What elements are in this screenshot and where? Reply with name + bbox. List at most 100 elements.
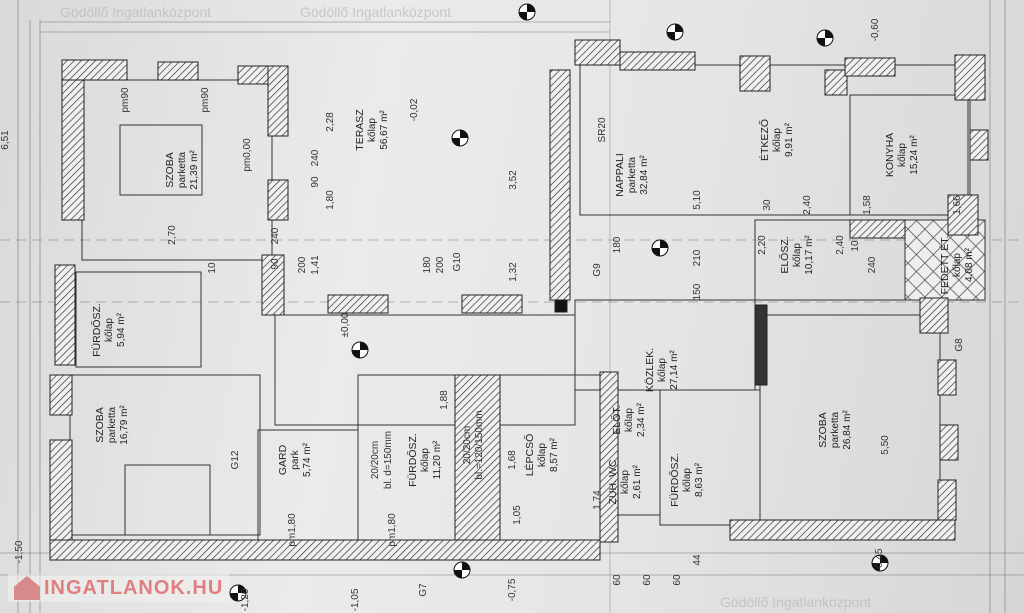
room-area: 2,61 m² bbox=[632, 464, 643, 499]
dimension-label: 90 bbox=[270, 258, 281, 270]
dimension-label: 240 bbox=[270, 227, 281, 244]
dimension-label: 180 bbox=[612, 236, 623, 253]
plan-note: bl. d=150mm bbox=[383, 431, 394, 489]
dimension-label: G9 bbox=[592, 263, 603, 277]
dimension-label: 1,66 bbox=[952, 195, 963, 215]
walls bbox=[49, 39, 989, 561]
room-name: KÖZLEK. bbox=[644, 348, 656, 392]
room-floor: kőlap bbox=[367, 118, 378, 142]
room-floor: kőlap bbox=[537, 443, 548, 467]
dimension-label: -0,02 bbox=[409, 98, 420, 121]
dimension-label: 2,28 bbox=[325, 112, 336, 132]
room-area: 5,74 m² bbox=[302, 442, 313, 477]
room-name: ZUH. WC bbox=[607, 459, 619, 504]
dimension-label: 240 bbox=[310, 149, 321, 166]
room-name: FÜRDŐSZ. bbox=[667, 453, 681, 507]
room-floor: parketta bbox=[830, 411, 841, 448]
dimension-label: 30 bbox=[762, 199, 773, 211]
dimension-label: 60 bbox=[672, 574, 683, 586]
dimension-label: 90 bbox=[310, 176, 321, 188]
room-floor: kőlap bbox=[624, 408, 635, 432]
dimension-label: -1,05 bbox=[350, 588, 361, 611]
room-floor: kőlap bbox=[682, 468, 693, 492]
room-area: 2,34 m² bbox=[636, 402, 647, 437]
dimension-label: -1,20 bbox=[240, 588, 251, 611]
room-area: 56,67 m² bbox=[379, 110, 390, 150]
dimension-label: 1,68 bbox=[507, 450, 518, 470]
dimension-label: 2,20 bbox=[757, 235, 768, 255]
dimension-label: pm90 bbox=[120, 87, 131, 112]
dimension-label: 200 bbox=[435, 256, 446, 273]
room-name: FEDETT ÉT. bbox=[938, 236, 951, 295]
dimension-label: 2,40 bbox=[835, 235, 846, 255]
dimension-label: pm1,80 bbox=[287, 513, 298, 547]
watermark-text: Gödöllő Ingatlanközpont bbox=[720, 594, 871, 610]
room-name: NAPPALI bbox=[614, 153, 626, 197]
room-name: ÉTKEZŐ bbox=[757, 119, 771, 161]
room-floor: parketta bbox=[627, 156, 638, 193]
room-name: ELŐT. bbox=[609, 405, 623, 434]
room-floor: parketta bbox=[107, 406, 118, 443]
room-name: SZOBA bbox=[164, 152, 176, 188]
dimension-label: 180 bbox=[422, 256, 433, 273]
dimension-label: 10 bbox=[207, 262, 218, 274]
room-floor: parketta bbox=[177, 151, 188, 188]
room-floor: kőlap bbox=[104, 318, 115, 342]
watermark-text: Gödöllő Ingatlanközpont bbox=[60, 4, 211, 20]
room-area: 5,94 m² bbox=[116, 312, 127, 347]
dimension-label: 1,32 bbox=[508, 262, 519, 282]
room-area: 21,39 m² bbox=[189, 150, 200, 190]
dimension-label: 5,10 bbox=[692, 190, 703, 210]
room-floor: kőlap bbox=[657, 358, 668, 382]
room-floor: kőlap bbox=[420, 448, 431, 472]
room-area: 8,57 m² bbox=[549, 437, 560, 472]
ingatlanok-logo: INGATLANOK.HU bbox=[8, 574, 230, 602]
dimension-label: SR20 bbox=[597, 117, 608, 142]
room-name: ELŐSZ. bbox=[777, 236, 791, 273]
dimension-label: pm90 bbox=[200, 87, 211, 112]
dimension-label: 2,70 bbox=[167, 225, 178, 245]
dimension-label: G7 bbox=[418, 583, 429, 597]
dimension-label: 200 bbox=[297, 256, 308, 273]
dimension-label: 5,50 bbox=[880, 435, 891, 455]
watermark-text: Gödöllő Ingatlanközpont bbox=[300, 4, 451, 20]
dimension-label: -0,45 bbox=[874, 548, 885, 571]
room-name: SZOBA bbox=[817, 412, 829, 448]
dimension-label: 10 bbox=[850, 240, 861, 252]
dimension-label: 1,88 bbox=[439, 390, 450, 410]
plan-note: bl.=120/150mm bbox=[474, 410, 485, 479]
room-floor: kőlap bbox=[792, 243, 803, 267]
room-name: SZOBA bbox=[94, 407, 106, 443]
dimension-label: G10 bbox=[452, 252, 463, 271]
dimension-label: 44 bbox=[692, 554, 703, 566]
dimension-label: 2,40 bbox=[802, 195, 813, 215]
dimension-label: 1,41 bbox=[310, 255, 321, 275]
plan-note: 20/20cm bbox=[370, 441, 381, 479]
room-area: 32,84 m² bbox=[639, 155, 650, 195]
room-area: 26,84 m² bbox=[842, 410, 853, 450]
dimension-label: 60 bbox=[612, 574, 623, 586]
room-area: 9,91 m² bbox=[784, 122, 795, 157]
dimension-label: ±0,00 bbox=[340, 312, 351, 337]
dimension-label: 1,05 bbox=[512, 505, 523, 525]
room-floor: kőlap bbox=[952, 253, 963, 277]
room-floor: kőlap bbox=[772, 128, 783, 152]
dimension-label: 210 bbox=[692, 249, 703, 266]
room-name: KONYHA bbox=[884, 133, 896, 177]
room-name: TERASZ bbox=[354, 109, 366, 151]
